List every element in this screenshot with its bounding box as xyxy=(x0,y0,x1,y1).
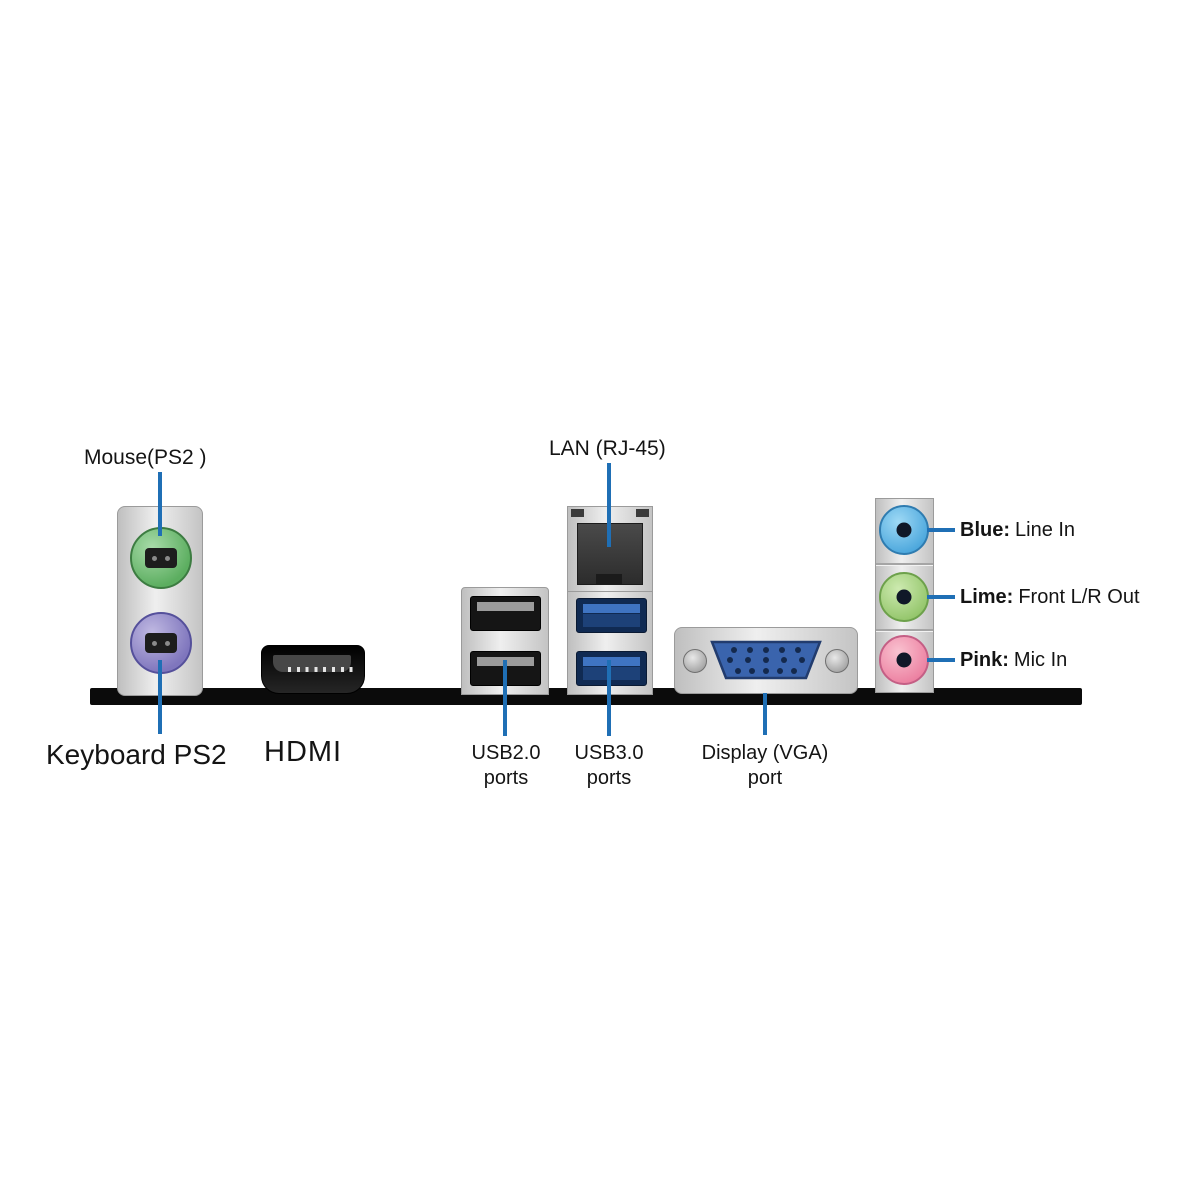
mic-in-label-desc: Mic In xyxy=(1013,649,1068,671)
line-in-label-color-word: Blue: xyxy=(960,519,1010,541)
usb2-callout-line xyxy=(503,660,507,736)
usb3-top-cavity xyxy=(583,614,640,627)
vga-label: Display (VGA) port xyxy=(690,741,840,791)
line-in-label: Blue:Line In xyxy=(960,519,1075,542)
hdmi-port xyxy=(261,645,365,694)
audio-divider-1 xyxy=(876,563,933,565)
vga-label-line2: port xyxy=(747,767,783,789)
mic-in-label: Pink:Mic In xyxy=(960,649,1067,672)
lan-led-right xyxy=(636,509,649,517)
usb3-label-line1: USB3.0 xyxy=(574,742,644,764)
usb3-callout-line xyxy=(607,660,611,736)
lan-callout-line xyxy=(607,463,611,547)
usb3-bottom-tongue xyxy=(583,657,640,666)
mic-in-label-color-word: Pink: xyxy=(960,649,1009,671)
usb2-top-tongue xyxy=(477,602,534,611)
lan-led-left xyxy=(571,509,584,517)
hdmi-label: HDMI xyxy=(264,736,343,768)
mouse-callout-line xyxy=(158,472,162,536)
hdmi-pins xyxy=(288,667,358,672)
line-in-callout-line xyxy=(927,528,955,532)
mic-in-jack-hole xyxy=(896,652,912,668)
usb2-label-line1: USB2.0 xyxy=(471,742,541,764)
usb3-label: USB3.0 ports xyxy=(560,741,658,791)
vga-port xyxy=(710,640,822,680)
usb2-label-line2: ports xyxy=(483,767,529,789)
ps2-mouse-port xyxy=(130,527,192,589)
line-in-label-desc: Line In xyxy=(1015,519,1076,541)
lan-label: LAN (RJ-45) xyxy=(549,437,666,460)
line-in-jack xyxy=(879,505,929,555)
vga-screw-right xyxy=(825,649,849,673)
usb3-label-line2: ports xyxy=(586,767,632,789)
vga-screw-left xyxy=(683,649,707,673)
keyboard-label: Keyboard PS2 xyxy=(46,739,227,770)
front-out-label-desc: Front L/R Out xyxy=(1018,586,1140,608)
ps2-mouse-port-core xyxy=(145,548,177,568)
usb3-port-bottom xyxy=(576,651,647,686)
ps2-keyboard-port-core xyxy=(145,633,177,653)
vga-housing xyxy=(674,627,858,694)
mouse-label: Mouse(PS2 ) xyxy=(84,446,207,469)
front-out-jack-hole xyxy=(896,589,912,605)
front-out-jack xyxy=(879,572,929,622)
front-out-callout-line xyxy=(927,595,955,599)
hdmi-slot xyxy=(273,655,358,672)
vga-label-line1: Display (VGA) xyxy=(701,742,829,764)
front-out-label: Lime:Front L/R Out xyxy=(960,586,1140,609)
lan-rj45-clip xyxy=(596,574,622,584)
mic-in-jack xyxy=(879,635,929,685)
usb3-port-top xyxy=(576,598,647,633)
audio-divider-2 xyxy=(876,629,933,631)
usb2-label: USB2.0 ports xyxy=(456,741,556,791)
front-out-label-color-word: Lime: xyxy=(960,586,1014,608)
keyboard-callout-line xyxy=(158,660,162,734)
usb3-bottom-cavity xyxy=(583,667,640,680)
vga-callout-line xyxy=(763,693,767,735)
usb3-top-tongue xyxy=(583,604,640,613)
line-in-jack-hole xyxy=(896,522,912,538)
usb2-port-top xyxy=(470,596,541,631)
mic-in-callout-line xyxy=(927,658,955,662)
